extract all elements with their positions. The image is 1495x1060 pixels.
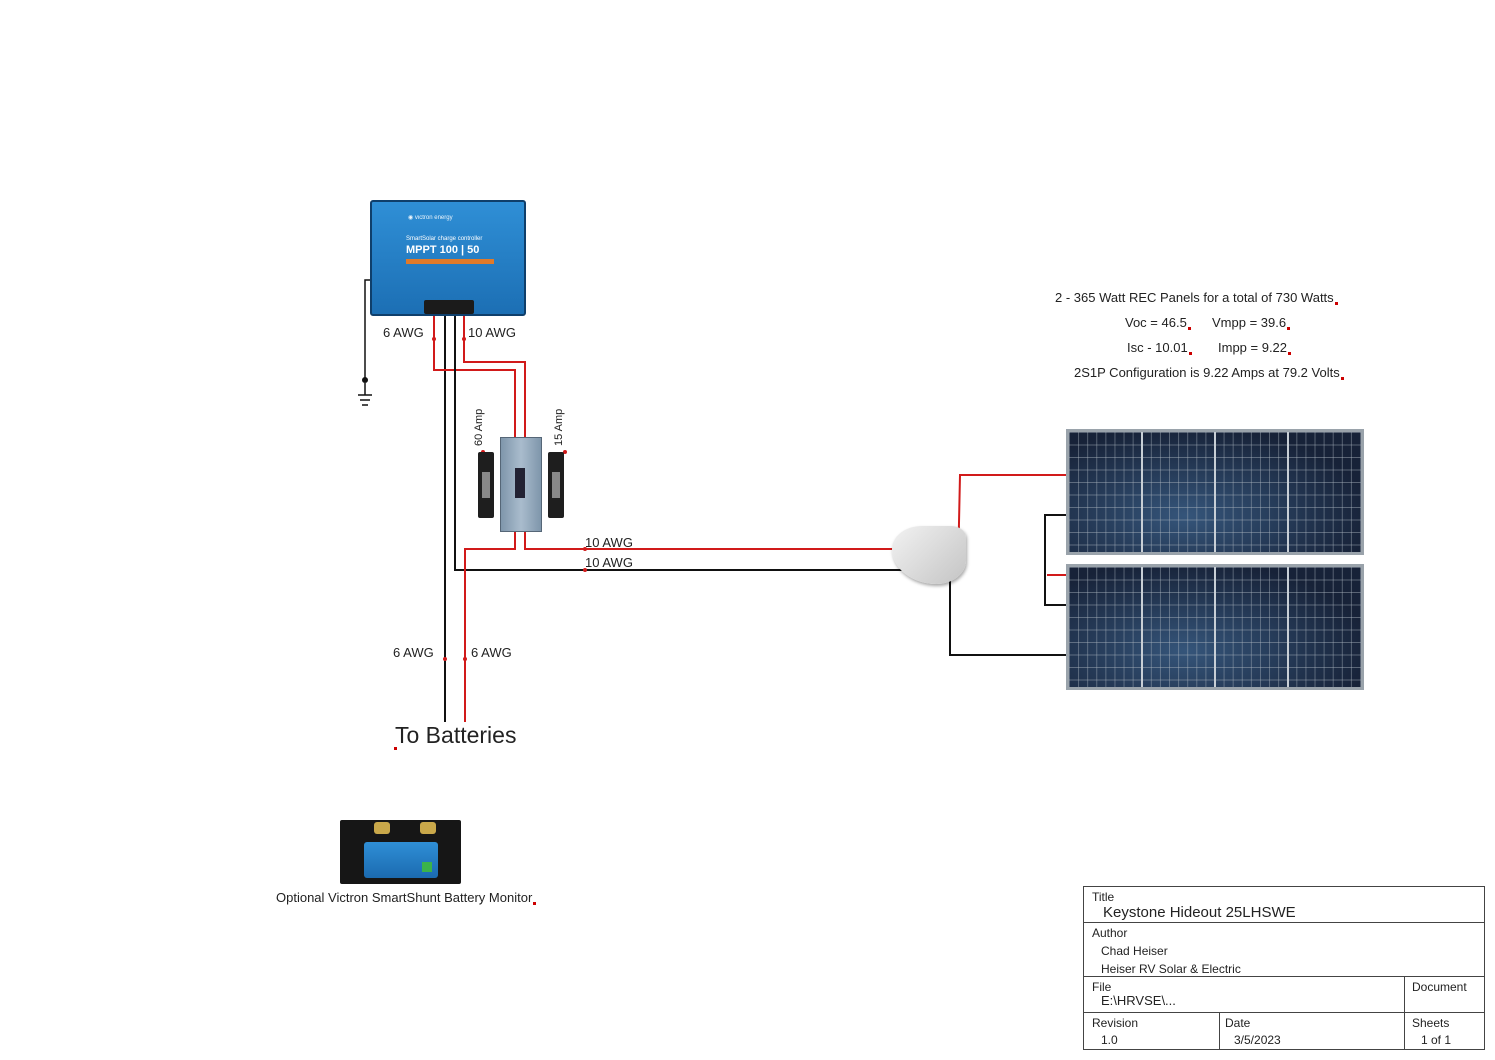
spec-impp-text: Impp = 9.22	[1218, 340, 1288, 355]
mppt-orange-bar	[406, 259, 494, 264]
author-caption: Author	[1092, 926, 1128, 940]
series-negative-link	[1044, 514, 1070, 606]
pv-positive-wire	[524, 530, 905, 550]
mppt-charge-controller: ◉ victron energy SmartSolar charge contr…	[370, 200, 526, 316]
author-company: Heiser RV Solar & Electric	[1101, 962, 1241, 976]
solar-panel-1	[1066, 429, 1364, 555]
fuse-combiner-box	[500, 437, 542, 532]
spec-isc: Isc - 10.01	[1127, 340, 1192, 355]
spec-vmpp-text: Vmpp = 39.6	[1212, 315, 1287, 330]
to-batteries-label: To Batteries	[395, 722, 517, 748]
mppt-model: MPPT 100 | 50	[406, 244, 480, 256]
solar-panel-2	[1066, 564, 1364, 690]
wire-label-battery-positive: 6 AWG	[471, 645, 512, 660]
mppt-terminal-block	[424, 300, 474, 314]
date-caption: Date	[1225, 1016, 1251, 1030]
file-caption: File	[1092, 980, 1112, 994]
revision-value: 1.0	[1101, 1033, 1118, 1047]
date-value: 3/5/2023	[1234, 1033, 1281, 1047]
smartshunt-image	[340, 820, 461, 884]
file-path: E:\HRVSE\...	[1101, 993, 1176, 1008]
spec-impp: Impp = 9.22	[1218, 340, 1292, 355]
smartshunt-caption-text: Optional Victron SmartShunt Battery Moni…	[276, 890, 533, 905]
sheets-value: 1 of 1	[1421, 1033, 1452, 1047]
victron-logo-icon: ◉ victron energy	[408, 215, 453, 221]
author-name: Chad Heiser	[1101, 944, 1168, 958]
wire-label-mppt-battery: 6 AWG	[383, 325, 424, 340]
sheets-caption: Sheets	[1412, 1016, 1450, 1030]
ground-wire	[358, 279, 372, 406]
spec-isc-text: Isc - 10.01	[1127, 340, 1188, 355]
spec-config-text: 2S1P Configuration is 9.22 Amps at 79.2 …	[1074, 365, 1340, 380]
spec-voc-text: Voc = 46.5	[1125, 315, 1187, 330]
title-caption: Title	[1092, 890, 1115, 904]
pv-negative-wire	[454, 312, 905, 571]
revision-caption: Revision	[1092, 1016, 1139, 1030]
spec-voc: Voc = 46.5	[1125, 315, 1191, 330]
smartshunt-caption: Optional Victron SmartShunt Battery Moni…	[276, 890, 537, 905]
panel-positive-wire	[957, 474, 1070, 571]
ground-node	[362, 377, 368, 383]
title-block: Title Keystone Hideout 25LHSWE Author Ch…	[1083, 886, 1485, 1050]
wire-label-mppt-pv: 10 AWG	[468, 325, 516, 340]
fuse-label-60a: 60 Amp	[473, 408, 485, 446]
wire-label-battery-negative: 6 AWG	[393, 645, 434, 660]
wire-label-pv-negative: 10 AWG	[585, 555, 633, 570]
spec-config: 2S1P Configuration is 9.22 Amps at 79.2 …	[1074, 365, 1344, 380]
fuse-label-15a: 15 Amp	[553, 408, 565, 446]
mppt-subtitle: SmartSolar charge controller	[406, 236, 483, 242]
fuse-holder-15a	[548, 452, 564, 518]
panel-negative-wire	[949, 580, 1070, 656]
battery-positive-wire	[464, 530, 516, 722]
spec-line1: 2 - 365 Watt REC Panels for a total of 7…	[1055, 290, 1334, 305]
spec-vmpp: Vmpp = 39.6	[1212, 315, 1291, 330]
wire-label-pv-positive: 10 AWG	[585, 535, 633, 550]
panel-spec-summary: 2 - 365 Watt REC Panels for a total of 7…	[1055, 290, 1338, 305]
document-caption: Document	[1412, 980, 1467, 994]
label-marker	[394, 747, 397, 750]
fuse-holder-60a	[478, 452, 494, 518]
drawing-title: Keystone Hideout 25LHSWE	[1103, 904, 1296, 921]
